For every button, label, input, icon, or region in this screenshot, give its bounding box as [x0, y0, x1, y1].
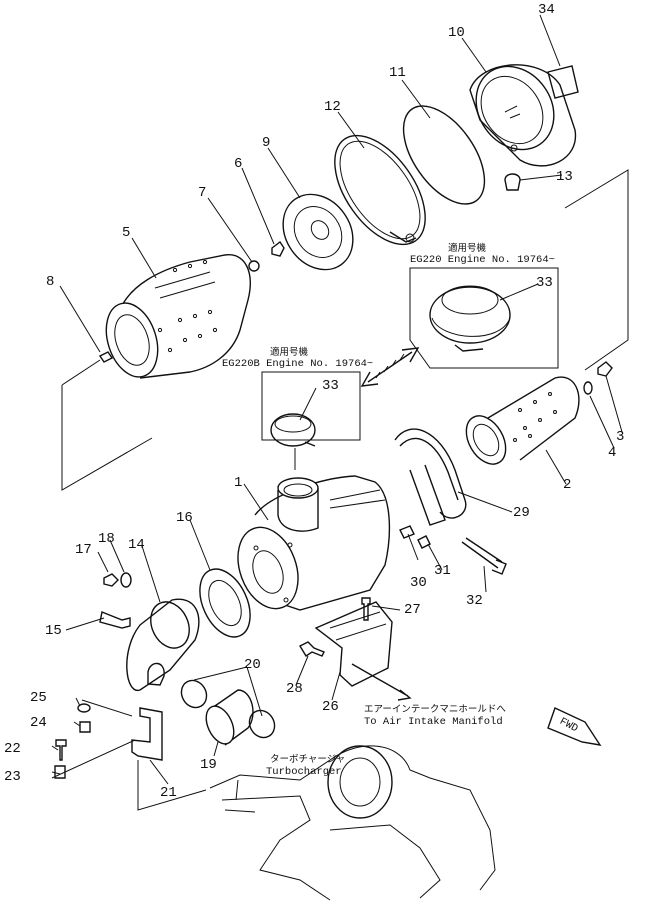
nut-part-17	[103, 573, 119, 587]
callout-20: 20	[244, 657, 261, 673]
seal-part-8	[98, 351, 114, 363]
callout-10: 10	[448, 25, 465, 41]
sensor-part-15	[99, 611, 131, 629]
washer-part-18	[120, 572, 132, 588]
callout-9: 9	[262, 135, 270, 151]
callout-31: 31	[434, 563, 451, 579]
bracket-part-26	[314, 601, 393, 687]
eg220b-note-jp: 適用号機	[270, 346, 309, 358]
bolt-part-27	[361, 597, 371, 621]
leader-lines	[51, 14, 623, 785]
safety-element-part-2	[465, 376, 580, 465]
callout-28: 28	[286, 681, 303, 697]
wing-nut-part-6	[271, 240, 285, 257]
strap-part-29	[394, 428, 467, 526]
callout-25: 25	[30, 690, 47, 706]
callout-27: 27	[404, 602, 421, 618]
bolt-part-22	[55, 739, 67, 761]
valve-part-13	[504, 173, 521, 191]
eg220b-note-en: EG220B Engine No. 19764~	[222, 358, 373, 370]
assembly-line-right	[564, 169, 629, 371]
engine-outline	[209, 745, 496, 901]
callout-33-eg220b: 33	[322, 378, 339, 394]
eg220-note-jp: 適用号機	[448, 242, 487, 254]
callout-18: 18	[98, 531, 115, 547]
elbow-part-14	[126, 598, 200, 691]
eg220b-inset	[261, 371, 361, 470]
callout-32: 32	[466, 593, 483, 609]
turbo-note-en: Turbocharger	[266, 766, 342, 778]
callout-11: 11	[389, 65, 406, 81]
label-plate-part-34	[547, 65, 579, 99]
band-clamp-part-12	[334, 134, 426, 246]
callout-34: 34	[538, 2, 555, 18]
callout-4: 4	[608, 445, 616, 461]
air-cleaner-body-part-1	[237, 475, 391, 611]
forward-arrow	[547, 707, 602, 746]
washer-part-7	[248, 260, 260, 272]
manifold-arrow	[351, 663, 412, 701]
callout-2: 2	[563, 477, 571, 493]
nut-part-3	[597, 361, 613, 377]
double-arrow	[360, 347, 420, 387]
callout-1: 1	[234, 475, 242, 491]
spacer-part-23	[54, 765, 66, 779]
bolt-part-30	[399, 525, 415, 539]
callout-29: 29	[513, 505, 530, 521]
callout-12: 12	[324, 99, 341, 115]
callout-33-eg220: 33	[536, 275, 553, 291]
callout-8: 8	[46, 274, 54, 290]
callout-26: 26	[322, 699, 339, 715]
hose-part-19	[205, 689, 254, 746]
assembly-line-bracket	[51, 699, 207, 811]
nut-part-24	[79, 721, 91, 733]
bolt-part-28	[299, 641, 325, 657]
callout-17: 17	[75, 542, 92, 558]
callout-16: 16	[176, 510, 193, 526]
primary-element-part-5	[105, 254, 251, 379]
callout-19: 19	[200, 757, 217, 773]
ring-part-11	[402, 105, 486, 205]
callout-3: 3	[616, 429, 624, 445]
hose-clamps-part-20	[180, 679, 276, 739]
callout-6: 6	[234, 156, 242, 172]
inner-cover-part-9	[282, 193, 354, 271]
washer-part-4	[583, 381, 593, 395]
bolt-part-32	[461, 537, 507, 575]
callout-13: 13	[556, 169, 573, 185]
callout-5: 5	[122, 225, 130, 241]
callout-23: 23	[4, 769, 21, 785]
manifold-note-en: To Air Intake Manifold	[364, 716, 503, 728]
callout-21: 21	[160, 785, 177, 801]
callout-14: 14	[128, 537, 145, 553]
eg220-note-en: EG220 Engine No. 19764~	[410, 254, 555, 266]
callout-7: 7	[198, 185, 206, 201]
assembly-line-left	[61, 359, 153, 491]
callout-30: 30	[410, 575, 427, 591]
manifold-note-jp: エアーインテークマニホールドへ	[364, 704, 506, 715]
washer-part-25	[77, 703, 91, 713]
callout-24: 24	[30, 715, 47, 731]
cover-part-10	[469, 64, 577, 167]
eg220-inset	[409, 267, 559, 369]
bracket-part-21	[131, 707, 163, 761]
callout-22: 22	[4, 741, 21, 757]
callout-numbers: 34 10 11 12 9 13 6 7 5 8 33 33 3 4 2 29 …	[4, 2, 624, 801]
callout-15: 15	[45, 623, 62, 639]
gasket-part-16	[199, 568, 251, 638]
turbo-note-jp: ターボチャージャ	[270, 754, 345, 765]
nut-part-31	[417, 535, 431, 549]
